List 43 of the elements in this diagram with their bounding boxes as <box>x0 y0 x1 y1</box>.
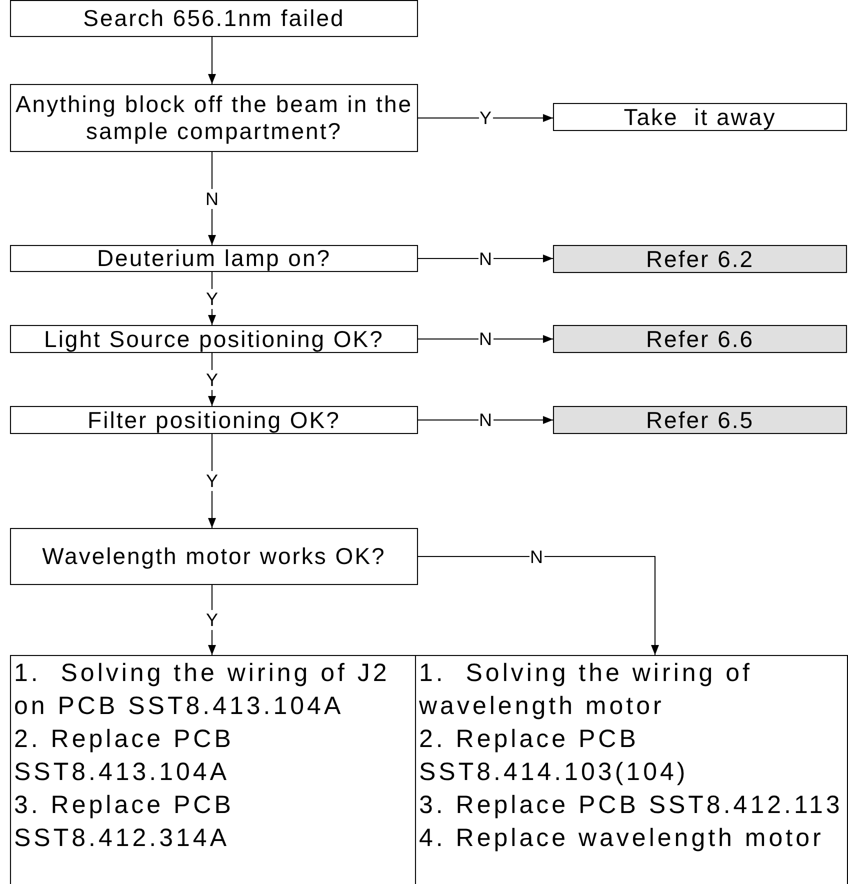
node-text: Wavelength motor works OK? <box>42 543 386 570</box>
node-text: Anything block off the beam in the sample compartment? <box>15 91 413 145</box>
node-text: Refer 6.5 <box>646 406 754 434</box>
process-box <box>553 103 847 131</box>
edge-label: Y <box>205 370 219 390</box>
node-text: Deuterium lamp on? <box>96 245 332 272</box>
arrow <box>418 416 554 424</box>
edge-label: N <box>204 188 220 208</box>
node-text: 4. Replace wavelength motor <box>419 823 824 854</box>
arrow <box>208 434 216 528</box>
reference-box <box>553 245 847 273</box>
node-text: 2. Replace PCB SST8.414.103(104) <box>419 724 690 788</box>
node-text: 1. Solving the wiring of wavelength motor <box>419 658 754 722</box>
edge-label: Y <box>205 288 219 308</box>
action-box <box>10 655 418 884</box>
node-text: Light Source positioning OK? <box>44 326 384 352</box>
process-box <box>10 245 418 272</box>
arrow <box>208 584 216 656</box>
node-text: 2. Replace PCB SST8.413.104A <box>14 724 235 788</box>
arrow <box>418 254 554 262</box>
node-text: 3. Replace PCB SST8.412.113 <box>419 790 843 821</box>
arrow <box>208 152 216 246</box>
edge-label: Y <box>205 471 219 491</box>
reference-box <box>553 406 847 434</box>
process-box <box>10 325 418 353</box>
node-text: Search 656.1nm failed <box>83 5 345 32</box>
reference-box <box>553 325 847 353</box>
node-text: Take it away <box>624 104 776 130</box>
node-text: 1. Solving the wiring of J2 on PCB SST8.413.104A <box>14 658 391 722</box>
arrow <box>208 36 216 84</box>
process-box <box>10 84 418 152</box>
action-box <box>415 655 848 884</box>
node-text: Filter positioning OK? <box>88 406 340 434</box>
process-box <box>10 528 418 585</box>
arrow <box>418 335 554 343</box>
arrow <box>418 556 659 656</box>
process-box <box>10 0 418 37</box>
node-text: Refer 6.6 <box>646 326 754 352</box>
arrow <box>418 114 554 122</box>
process-box <box>10 406 418 434</box>
node-text: 3. Replace PCB SST8.412.314A <box>14 790 235 854</box>
node-text: Refer 6.2 <box>646 246 754 272</box>
edge-label: Y <box>205 610 219 630</box>
